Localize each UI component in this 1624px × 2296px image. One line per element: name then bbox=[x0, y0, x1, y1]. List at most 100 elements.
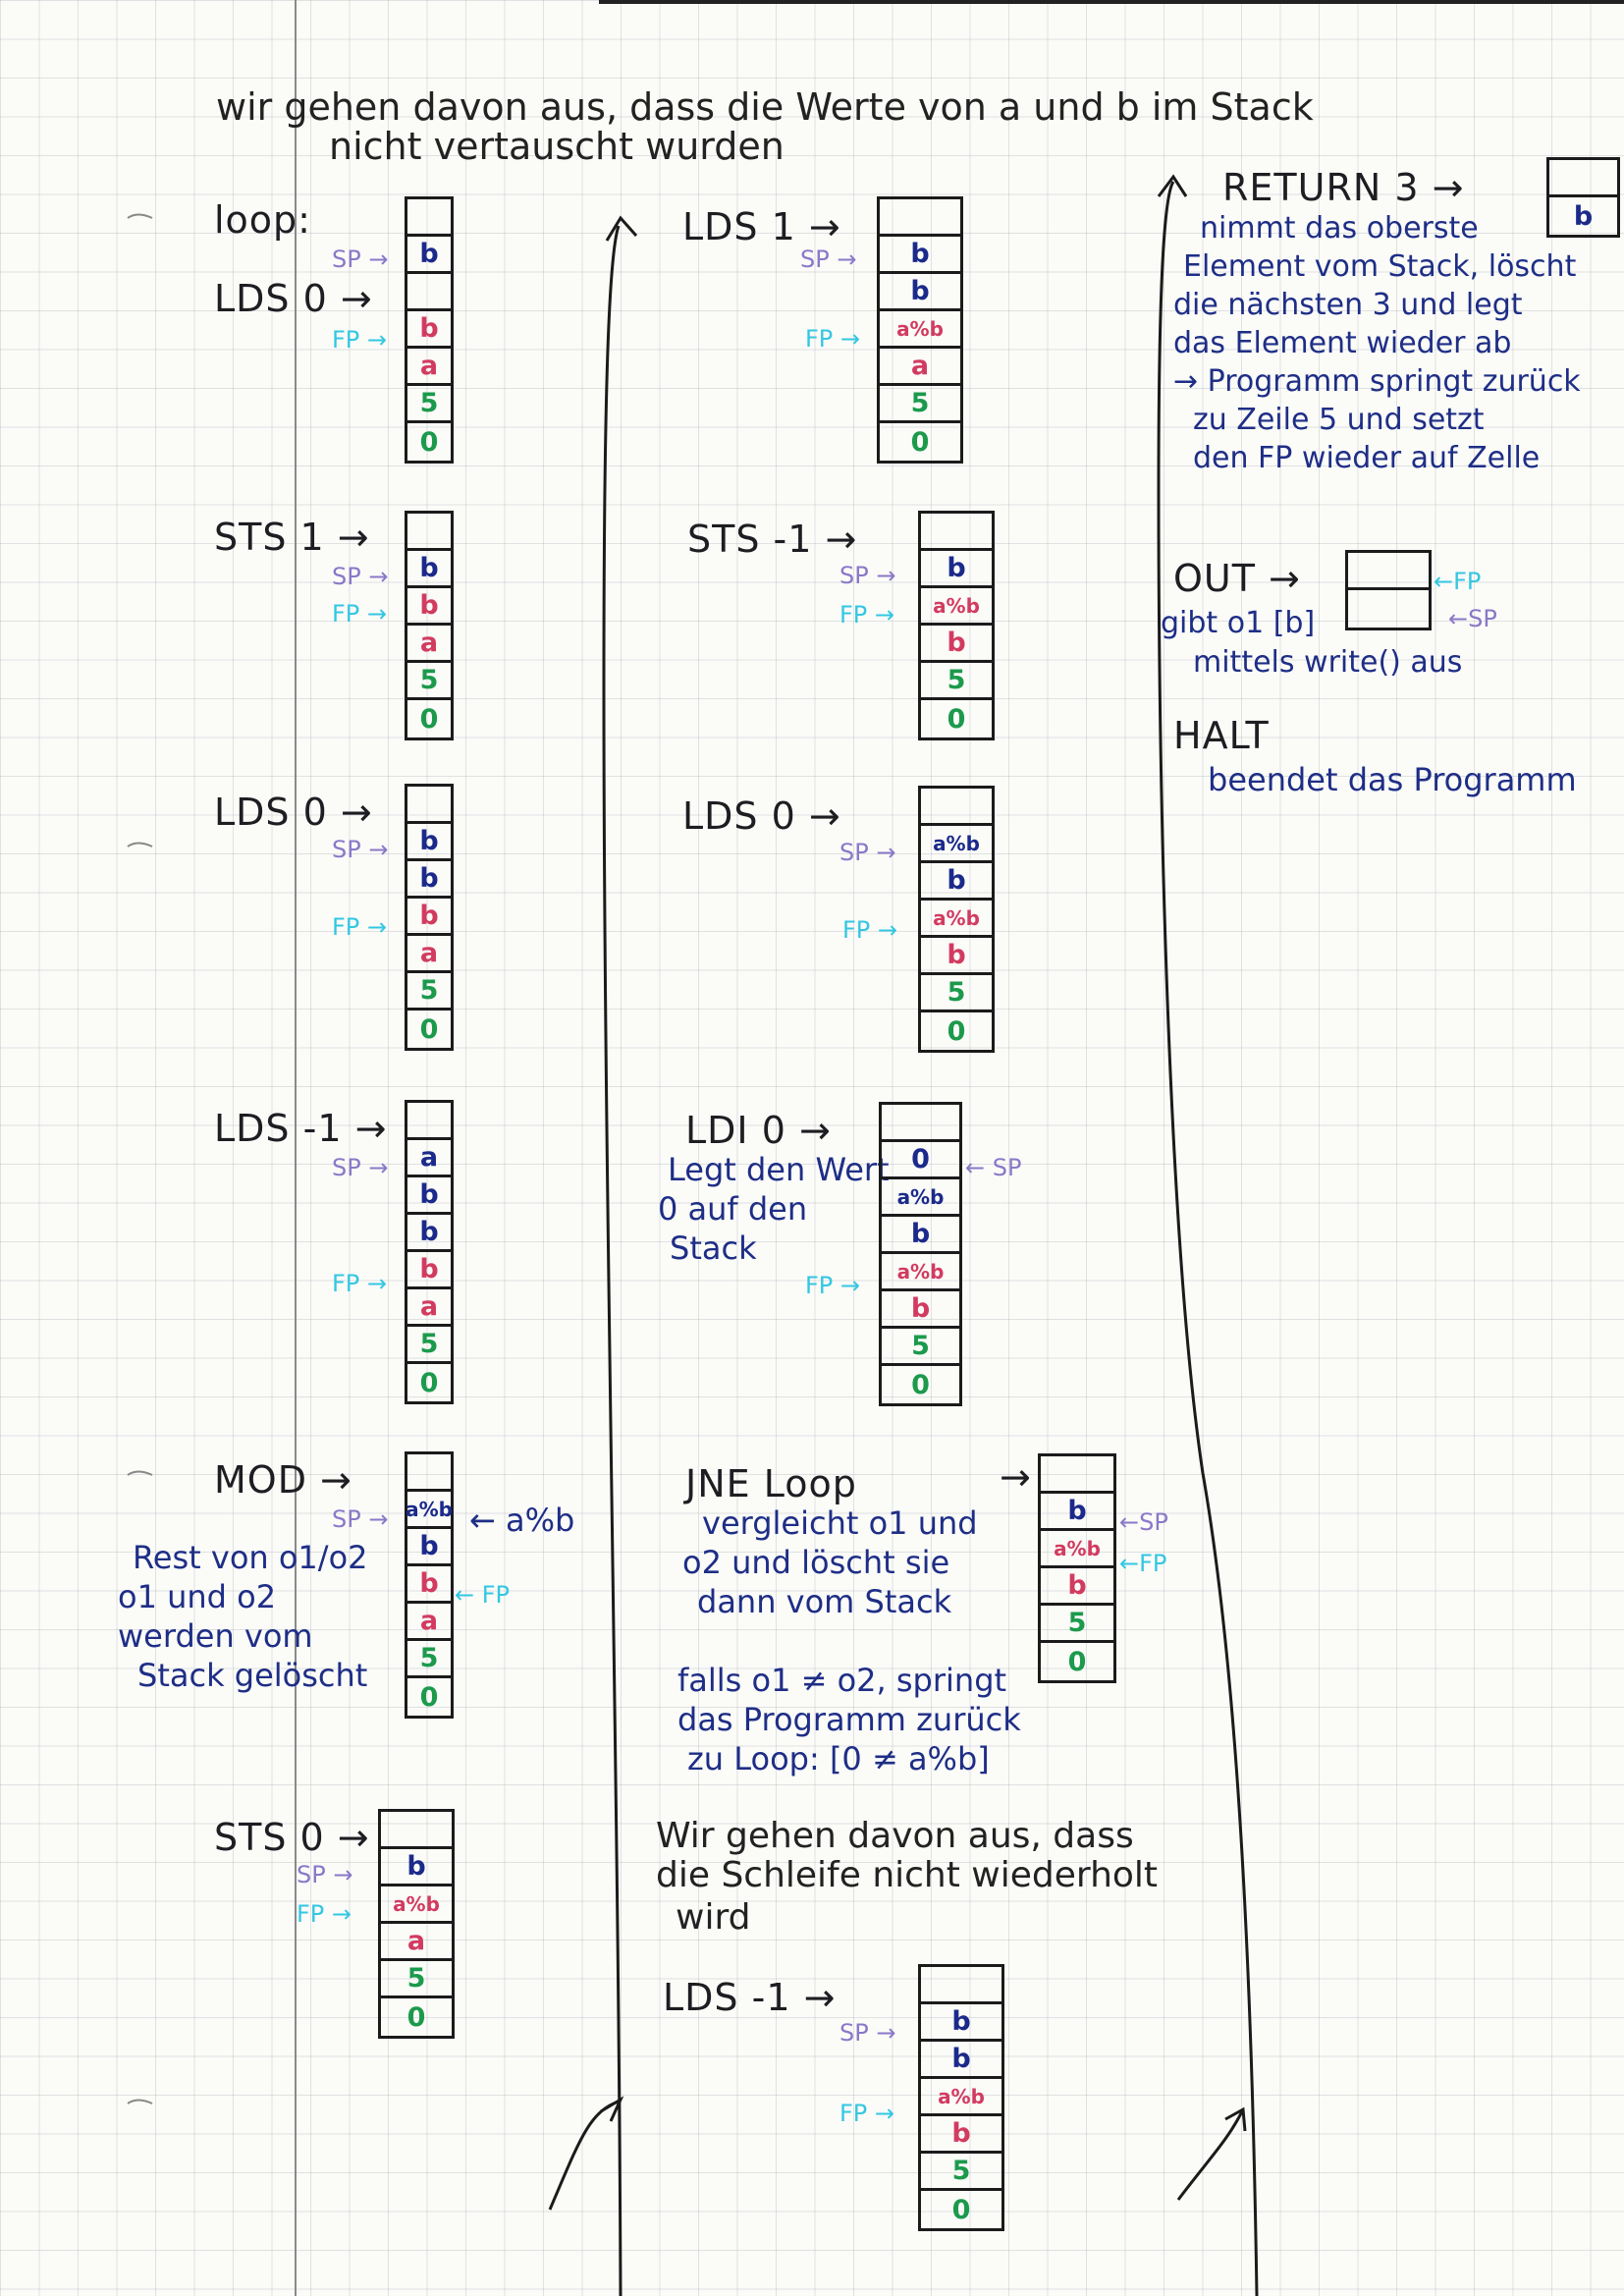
stack-cell: 0 bbox=[910, 426, 930, 458]
cmd-lds-minus-1-a: LDS -1 → bbox=[214, 1107, 388, 1150]
cmd-ldi-0: LDI 0 → bbox=[685, 1109, 832, 1152]
mod-result-note: ← a%b bbox=[469, 1502, 575, 1539]
fp-pointer: FP → bbox=[842, 916, 898, 944]
stack-cell: a%b bbox=[381, 1886, 452, 1924]
return-note-6: zu Zeile 5 und setzt bbox=[1193, 403, 1485, 437]
return-note-4: das Element wieder ab bbox=[1173, 326, 1512, 360]
cmd-lds-0-c: LDS 0 → bbox=[682, 794, 841, 838]
stack-cell bbox=[407, 1103, 451, 1140]
stack-cell: b bbox=[381, 1849, 452, 1886]
cmd-jne-loop: JNE Loop bbox=[685, 1462, 857, 1505]
stack-cell bbox=[1348, 553, 1429, 590]
cmd-sts-1: STS 1 → bbox=[214, 516, 370, 559]
halt-note: beendet das Programm bbox=[1208, 761, 1577, 798]
stack-cell: a bbox=[381, 1924, 452, 1961]
flow-line-middle bbox=[602, 225, 623, 2296]
jne-note-2: o2 und löscht sie bbox=[682, 1544, 950, 1581]
stack-cell bbox=[921, 1967, 1001, 2004]
out-note-2: mittels write() aus bbox=[1193, 645, 1463, 680]
stack-cell bbox=[407, 514, 451, 551]
stack-cell: b bbox=[921, 2042, 1001, 2079]
stack-cell: 5 bbox=[407, 1641, 451, 1678]
stack-cell: a%b bbox=[1041, 1531, 1113, 1568]
cmd-lds-minus-1-b: LDS -1 → bbox=[663, 1976, 837, 2019]
cmd-lds-0-a: LDS 0 → bbox=[214, 277, 373, 320]
stack-lds-0-c: a%b b a%b b 5 0 bbox=[918, 786, 995, 1053]
stack-cell: b bbox=[1041, 1568, 1113, 1606]
stack-cell: b bbox=[407, 311, 451, 349]
stack-cell: b bbox=[407, 1566, 451, 1604]
intro-line-2: nicht vertauscht wurden bbox=[329, 125, 785, 168]
stack-cell: b bbox=[880, 237, 960, 274]
jne-condition-2: das Programm zurück bbox=[677, 1701, 1021, 1738]
stack-cell: b bbox=[880, 274, 960, 311]
stack-cell: b bbox=[407, 824, 451, 861]
stack-lds-minus-1-b: b b a%b b 5 0 bbox=[918, 1964, 1004, 2231]
stack-cell: b bbox=[407, 1252, 451, 1289]
ldi-note-2: 0 auf den bbox=[658, 1190, 808, 1228]
stack-lds-0-b: b b b a 5 0 bbox=[405, 784, 454, 1051]
sp-pointer: SP → bbox=[297, 1861, 353, 1888]
stack-cell: b bbox=[407, 551, 451, 588]
stack-return-3: b bbox=[1546, 157, 1620, 238]
return-note-5: → Programm springt zurück bbox=[1173, 364, 1581, 399]
fp-pointer: FP → bbox=[332, 913, 388, 941]
ldi-note-3: Stack bbox=[670, 1230, 757, 1267]
intro-line-1: wir gehen davon aus, dass die Werte von … bbox=[216, 85, 1314, 129]
return-note-7: den FP wieder auf Zelle bbox=[1193, 441, 1541, 475]
cmd-return-3: RETURN 3 → bbox=[1222, 166, 1465, 209]
stack-jne-loop: b a%b b 5 0 bbox=[1038, 1453, 1116, 1683]
binder-mark bbox=[127, 2099, 153, 2105]
mod-note-1: Rest von o1/o2 bbox=[133, 1539, 368, 1576]
mod-note-4: Stack gelöscht bbox=[137, 1657, 368, 1694]
sp-pointer-right: ← SP bbox=[965, 1154, 1022, 1181]
sp-pointer-left: ←SP bbox=[1448, 605, 1497, 632]
sp-pointer: SP → bbox=[332, 836, 389, 863]
stack-cell: 0 bbox=[419, 1681, 439, 1713]
stack-cell: 0 bbox=[947, 703, 966, 735]
return-note-3: die nächsten 3 und legt bbox=[1173, 288, 1523, 322]
stack-cell: b bbox=[882, 1217, 959, 1254]
cmd-sts-minus-1: STS -1 → bbox=[687, 518, 858, 561]
cmd-halt: HALT bbox=[1173, 714, 1270, 757]
sp-pointer: SP → bbox=[332, 563, 389, 590]
fp-pointer: FP → bbox=[332, 1270, 388, 1297]
sp-pointer: SP → bbox=[332, 246, 389, 273]
stack-cell: a%b bbox=[921, 901, 992, 938]
stack-cell: a%b bbox=[921, 2079, 1001, 2116]
stack-sts-1: b b a 5 0 bbox=[405, 511, 454, 740]
ldi-note-1: Legt den Wert bbox=[668, 1151, 890, 1188]
stack-cell: 5 bbox=[407, 973, 451, 1011]
stack-cell: 5 bbox=[407, 1327, 451, 1364]
stack-cell: a bbox=[407, 349, 451, 386]
stack-sts-0: b a%b a 5 0 bbox=[378, 1809, 455, 2039]
stack-cell: b bbox=[407, 861, 451, 899]
stack-cell bbox=[921, 789, 992, 826]
jne-note-1: vergleicht o1 und bbox=[702, 1504, 978, 1542]
stack-cell: 5 bbox=[381, 1961, 452, 1998]
stack-cell: b bbox=[921, 2116, 1001, 2154]
stack-cell bbox=[1549, 160, 1617, 197]
mod-note-3: werden vom bbox=[118, 1617, 313, 1655]
fp-pointer: FP → bbox=[332, 326, 388, 354]
assumption-line-2: die Schleife nicht wiederholt bbox=[656, 1855, 1159, 1895]
flow-line-right-bottom bbox=[1176, 2110, 1244, 2201]
stack-cell: a bbox=[407, 626, 451, 663]
fp-pointer: FP → bbox=[839, 2100, 895, 2127]
fp-pointer: FP → bbox=[332, 600, 388, 628]
stack-cell: b bbox=[407, 1177, 451, 1215]
stack-cell: b bbox=[1041, 1494, 1113, 1531]
sp-pointer: SP → bbox=[839, 2019, 896, 2047]
stack-sts-minus-1: b a%b b 5 0 bbox=[918, 511, 995, 740]
stack-cell: a bbox=[880, 349, 960, 386]
jne-note-3: dann vom Stack bbox=[697, 1583, 952, 1620]
stack-cell bbox=[1041, 1456, 1113, 1494]
fp-pointer-right: ← FP bbox=[455, 1581, 511, 1609]
stack-cell: 0 bbox=[419, 1013, 439, 1045]
flow-line-left bbox=[548, 2100, 620, 2211]
cmd-out: OUT → bbox=[1173, 557, 1301, 600]
stack-cell: 5 bbox=[921, 975, 992, 1012]
cmd-sts-0: STS 0 → bbox=[214, 1816, 370, 1859]
stack-cell: 0 bbox=[947, 1015, 966, 1047]
